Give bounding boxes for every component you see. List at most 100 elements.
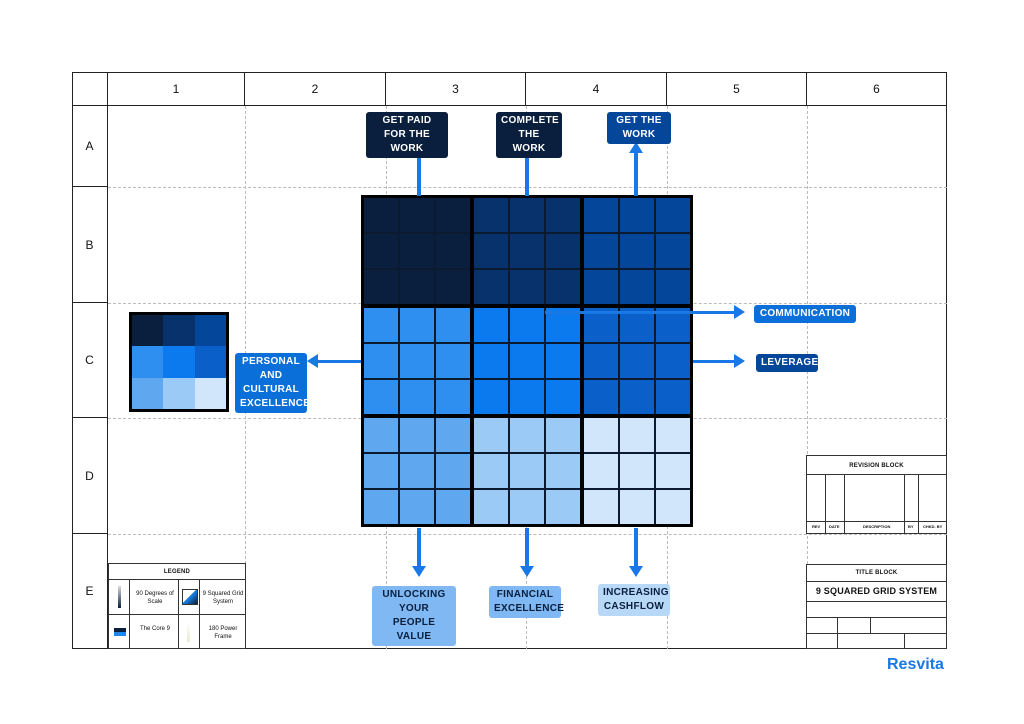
grid-cell [435, 306, 472, 343]
arrowhead-up [629, 142, 643, 153]
grid-cell [655, 379, 692, 416]
row-header-a: A [72, 106, 108, 187]
grid-cell [545, 379, 582, 416]
grid-cell [362, 342, 399, 380]
grid-cell [655, 232, 692, 270]
label-unlocking-value: UNLOCKING YOUR PEOPLE VALUE [372, 586, 456, 646]
label-get-paid: GET PAID FOR THE WORK [366, 112, 448, 158]
grid-cell [362, 232, 399, 270]
grid-cell [508, 489, 546, 526]
grid-cell [362, 269, 399, 306]
grid-cell [508, 416, 546, 453]
grid-cell [398, 232, 436, 270]
grid-cell [398, 342, 436, 380]
grid-cell [362, 416, 399, 453]
grid-cell [472, 306, 509, 343]
arrow-up-3 [634, 152, 638, 196]
core-cell [195, 346, 227, 378]
label-get-work: GET THE WORK [607, 112, 671, 144]
grid-cell [435, 489, 472, 526]
core-cell [163, 314, 195, 346]
grid-cell [508, 196, 546, 233]
label-financial-excellence: FINANCIAL EXCELLENCE [489, 586, 564, 618]
grid-cell [655, 489, 692, 526]
grid-cell [618, 416, 656, 453]
grid-cell [435, 416, 472, 453]
grid-cell [472, 379, 509, 416]
grid-cell [582, 416, 619, 453]
column-header-2: 2 [245, 72, 386, 106]
legend-item-9-squared: 9 Squared Grid System [202, 591, 244, 605]
grid-cell [582, 196, 619, 233]
revision-block: REVISION BLOCK REV DATE DESCRIPTION BY C… [806, 455, 947, 534]
row-header-c: C [72, 303, 108, 418]
grid-cell [618, 232, 656, 270]
row-header-e: E [72, 534, 108, 649]
title-block: TITLE BLOCK 9 SQUARED GRID SYSTEM [806, 564, 947, 649]
column-header-1: 1 [108, 72, 245, 106]
grid-line-v [807, 106, 808, 649]
grid-cell [545, 416, 582, 453]
grid-cell [398, 452, 436, 490]
grid-cell [472, 232, 509, 270]
arrow-down-1 [417, 528, 421, 568]
drawing-sheet [72, 72, 947, 649]
power-frame-icon [187, 622, 190, 642]
revision-header-date: DATE [829, 524, 840, 529]
grid-cell [655, 269, 692, 306]
grid-cell [618, 489, 656, 526]
scale-icon [118, 586, 121, 608]
grid-cell [472, 416, 509, 453]
grid-cell [398, 269, 436, 306]
row-header-d: D [72, 418, 108, 534]
grid-cell [435, 269, 472, 306]
grid-cell [582, 342, 619, 380]
revision-block-title: REVISION BLOCK [849, 463, 904, 469]
grid-cell [508, 452, 546, 490]
arrow-right-leverage [693, 360, 735, 363]
grid-cell [545, 342, 582, 380]
label-complete-work: COMPLETE THE WORK [496, 112, 562, 158]
grid-cell [618, 452, 656, 490]
arrow-down-3 [634, 528, 638, 568]
grid-cell [545, 232, 582, 270]
core-cell [131, 314, 163, 346]
arrowhead-right [734, 305, 745, 319]
column-header-3: 3 [386, 72, 526, 106]
grid-cell [472, 452, 509, 490]
grid-cell [435, 342, 472, 380]
grid-cell [472, 196, 509, 233]
grid-cell [655, 342, 692, 380]
arrow-down-2 [525, 528, 529, 568]
grid-cell [545, 196, 582, 233]
core-cell [195, 378, 227, 410]
grid-cell [472, 489, 509, 526]
grid-cell [435, 232, 472, 270]
grid-cell [435, 379, 472, 416]
core-cell [131, 378, 163, 410]
arrow-up-2 [525, 152, 529, 196]
label-communication: COMMUNICATION [754, 305, 856, 323]
grid-cell [398, 379, 436, 416]
grid-cell [362, 379, 399, 416]
arrow-left-personal [318, 360, 361, 363]
legend-item-core-9: The Core 9 [139, 626, 170, 632]
grid-cell [362, 306, 399, 343]
legend-item-90-degrees: 90 Degrees of Scale [136, 591, 174, 605]
grid-cell [508, 342, 546, 380]
grid-cell [618, 269, 656, 306]
revision-header-chkd: CHKD. BY [923, 524, 943, 529]
column-header-5: 5 [667, 72, 807, 106]
grid-cell [362, 196, 399, 233]
grid-cell [582, 232, 619, 270]
revision-header-by: BY [908, 524, 914, 529]
grid-cell [435, 196, 472, 233]
grid-cell [582, 269, 619, 306]
grid-cell [582, 452, 619, 490]
column-header-4: 4 [526, 72, 667, 106]
grid-cell [618, 379, 656, 416]
arrow-right-communication [545, 311, 735, 314]
grid-cell [472, 342, 509, 380]
title-block-name: 9 SQUARED GRID SYSTEM [815, 586, 938, 596]
grid-cell [508, 232, 546, 270]
